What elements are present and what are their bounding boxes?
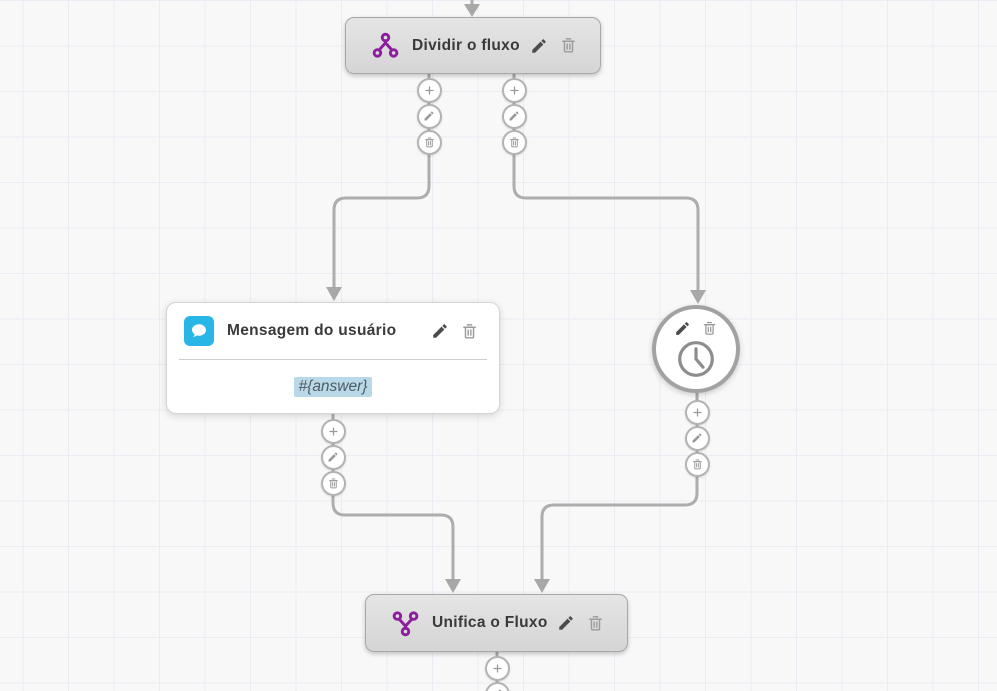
arrowhead-into-split-node [464, 4, 480, 17]
node-merge-flow[interactable]: Unifica o Fluxo [365, 594, 628, 652]
node-header: Mensagem do usuário [167, 303, 499, 359]
add-icon[interactable] [484, 655, 510, 681]
arrowhead-into-message-node [326, 287, 342, 301]
connector-actions-merge [484, 655, 510, 691]
delete-icon[interactable] [559, 36, 578, 55]
edit-icon[interactable] [501, 103, 527, 129]
edit-icon[interactable] [320, 444, 346, 470]
node-title: Mensagem do usuário [227, 322, 397, 340]
node-split-flow[interactable]: Dividir o fluxo [345, 17, 601, 74]
wire-message-to-merge [331, 414, 455, 580]
edit-icon[interactable] [530, 37, 548, 55]
edit-icon[interactable] [557, 614, 575, 632]
delete-icon[interactable] [501, 129, 527, 155]
delete-icon[interactable] [586, 614, 605, 633]
connector-actions-message [320, 418, 346, 496]
merge-icon [392, 610, 419, 637]
split-icon [372, 32, 399, 59]
node-body: #{answer} [167, 360, 499, 413]
edit-icon[interactable] [674, 320, 691, 337]
edit-icon[interactable] [484, 681, 510, 691]
delete-icon[interactable] [684, 451, 710, 477]
variable-chip: #{answer} [293, 376, 373, 397]
wire-split-to-timer [512, 74, 700, 290]
add-icon[interactable] [320, 418, 346, 444]
delete-icon[interactable] [416, 129, 442, 155]
delete-icon[interactable] [320, 470, 346, 496]
arrowhead-into-merge-right [534, 579, 550, 593]
edit-icon[interactable] [684, 425, 710, 451]
edit-icon[interactable] [416, 103, 442, 129]
add-icon[interactable] [501, 77, 527, 103]
edit-icon[interactable] [431, 322, 449, 340]
node-divider [179, 359, 487, 361]
add-icon[interactable] [416, 77, 442, 103]
connector-actions-split-left [416, 77, 442, 155]
wire-timer-to-merge [540, 393, 699, 580]
connector-actions-timer [684, 399, 710, 477]
connector-actions-split-right [501, 77, 527, 155]
arrowhead-into-merge-left [445, 579, 461, 593]
node-title: Dividir o fluxo [412, 36, 520, 54]
delete-icon[interactable] [460, 322, 479, 341]
chat-bubble-icon [184, 316, 214, 347]
arrowhead-into-timer-node [690, 290, 706, 304]
node-user-message[interactable]: Mensagem do usuário #{answer} [166, 302, 500, 414]
node-timer[interactable] [652, 305, 740, 393]
clock-icon [676, 339, 716, 379]
node-title: Unifica o Fluxo [432, 614, 548, 631]
delete-icon[interactable] [701, 320, 718, 337]
add-icon[interactable] [684, 399, 710, 425]
wire-split-to-message [332, 74, 431, 288]
